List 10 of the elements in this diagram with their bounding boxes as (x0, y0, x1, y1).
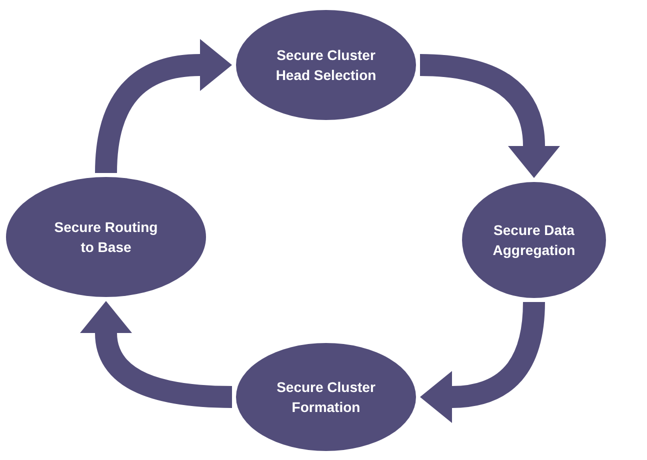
node-label: Secure Cluster Head Selection (274, 46, 378, 85)
curved-arrow (80, 301, 232, 408)
curved-arrow (420, 54, 560, 178)
process-ellipse (6, 177, 206, 297)
node-label: Secure Routing to Base (53, 218, 159, 257)
node-label: Secure Cluster Formation (276, 378, 376, 417)
node-label: Secure Data Aggregation (492, 220, 576, 260)
process-ellipse (236, 343, 416, 451)
process-ellipse (236, 10, 416, 120)
process-ellipse (462, 182, 606, 298)
